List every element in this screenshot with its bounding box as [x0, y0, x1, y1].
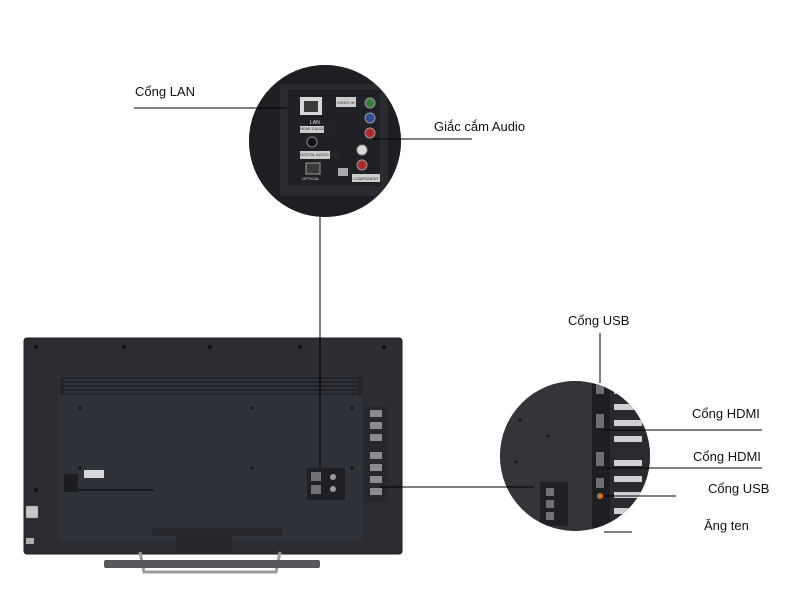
label-usb-bottom: Cổng USB — [708, 481, 770, 496]
jack-blue — [364, 112, 376, 124]
vent-grille — [60, 377, 362, 395]
label-audio-jack: Giắc cắm Audio — [434, 119, 526, 134]
label-usb-top: Cổng USB — [568, 313, 630, 328]
digital-audio-text: DIGITAL AUDIO OUT — [300, 152, 339, 157]
jack-red-audio — [356, 159, 368, 171]
jack-green — [364, 97, 376, 109]
usb-port-indicator — [597, 493, 603, 499]
tv-stand — [104, 536, 320, 574]
tv-rear-panel — [23, 337, 403, 555]
video-in-text: VIDEO IN — [337, 100, 355, 105]
lan-port-text: LAN — [310, 120, 320, 126]
label-sticker — [84, 470, 104, 478]
label-hdmi-1: Cổng HDMI — [692, 406, 760, 421]
label-antenna: Ăng ten — [704, 518, 749, 533]
antenna-port — [600, 526, 608, 531]
jack-red — [364, 127, 376, 139]
hdmi3-text: HDMI 3 AUDIO IN — [300, 126, 332, 131]
leader-lines — [134, 107, 762, 533]
optical-text: OPTICAL — [302, 176, 320, 181]
label-hdmi-2: Cổng HDMI — [693, 449, 761, 464]
zoom-circle-top: LAN HDMI 3 AUDIO IN DIGITAL AUDIO OUT OP… — [249, 65, 401, 217]
component-text: COMPONENT IN — [353, 176, 384, 181]
jack-white — [356, 144, 368, 156]
zoom-circle-side — [500, 381, 650, 531]
label-lan-port: Cổng LAN — [135, 84, 195, 99]
